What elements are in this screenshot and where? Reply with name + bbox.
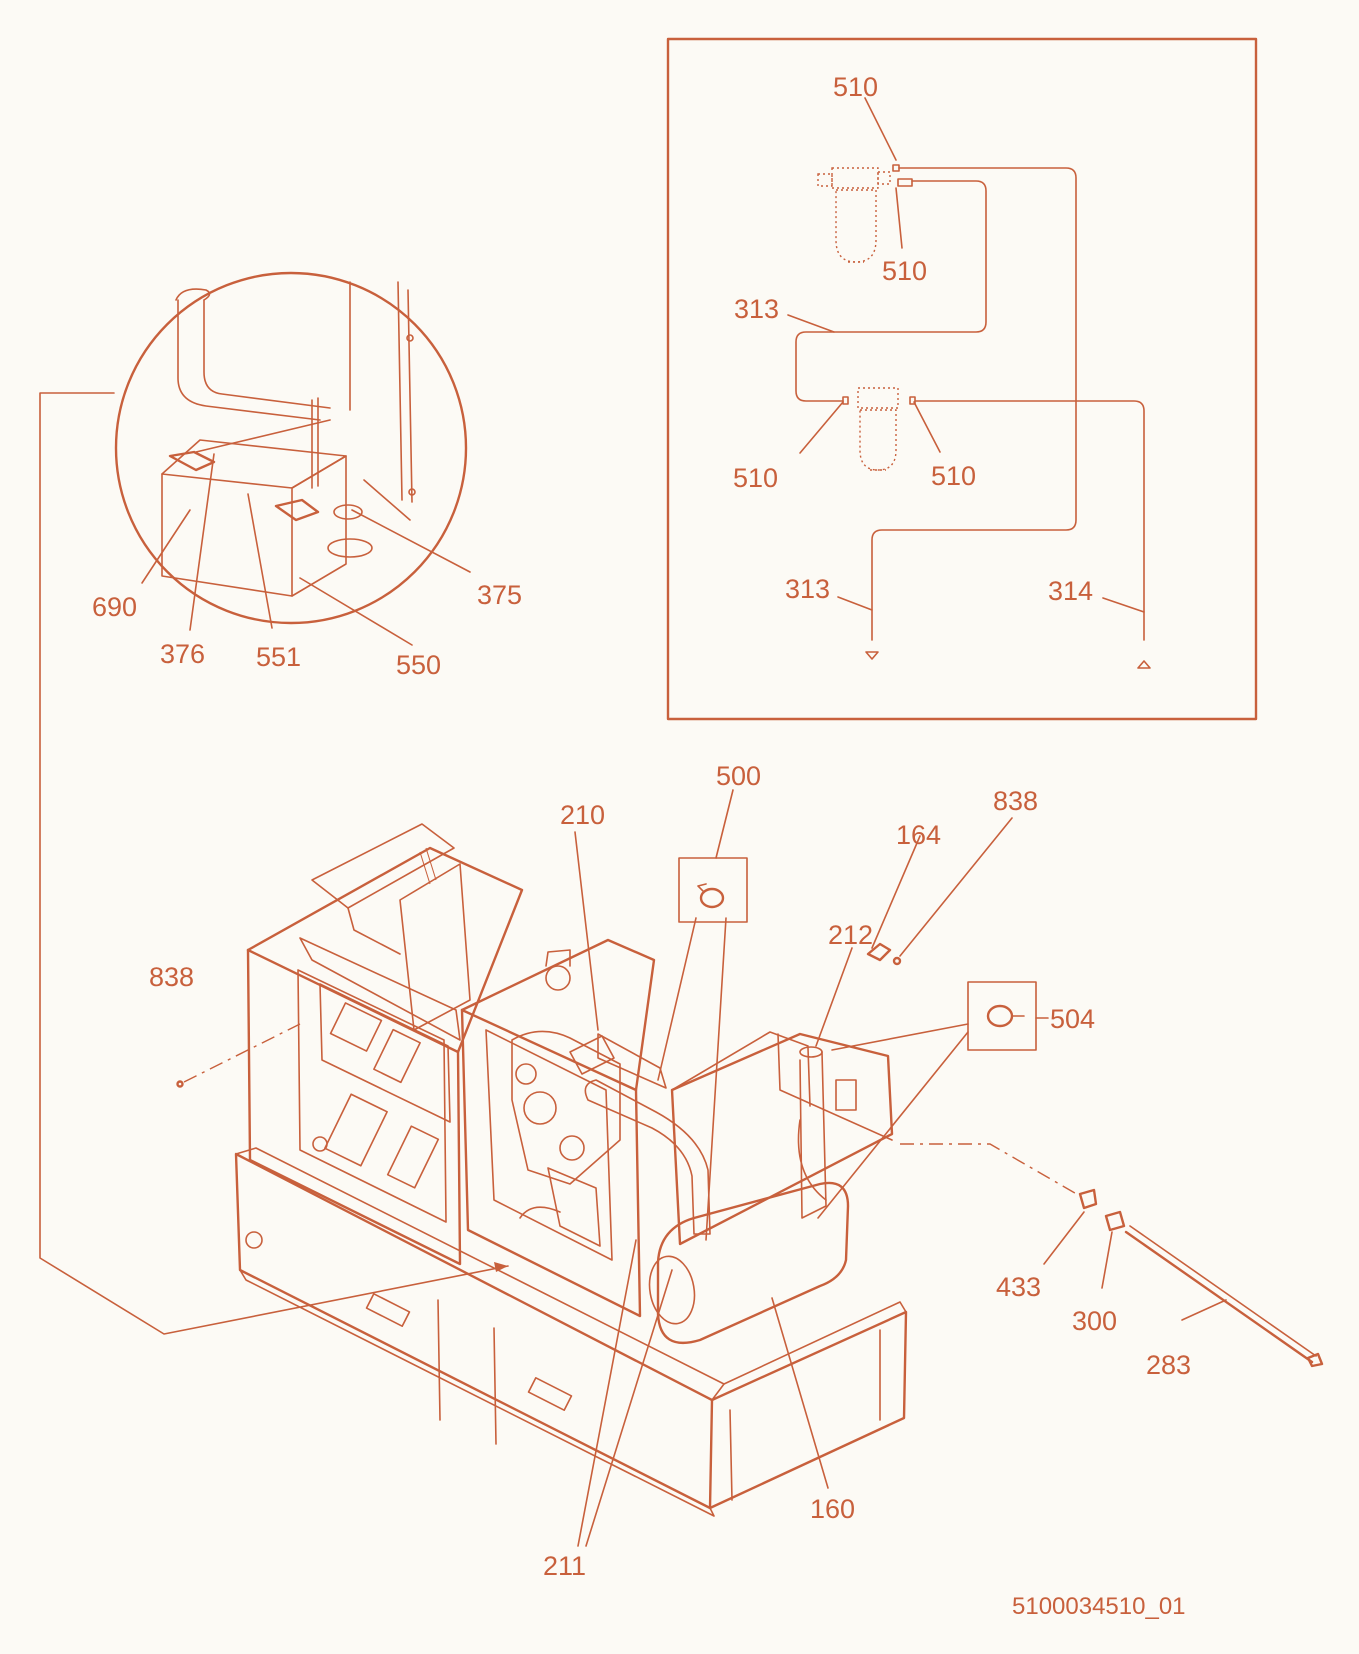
fuel-line-314 <box>914 400 1145 641</box>
callout-838-top: 838 <box>993 786 1038 816</box>
supply-arrow <box>865 651 879 660</box>
callout-504: 504 <box>1050 1004 1095 1034</box>
fuel-line-313 <box>795 180 987 402</box>
inset-frame <box>666 37 1258 721</box>
generator-assembly <box>234 823 908 1517</box>
callout-500: 500 <box>716 761 761 791</box>
clamp-500-icon <box>697 883 725 909</box>
callout-283: 283 <box>1146 1350 1191 1380</box>
upper-fuel-filter <box>817 164 913 263</box>
clip-164 <box>866 942 892 962</box>
callout-212: 212 <box>828 920 873 950</box>
clamp-504-icon <box>986 1004 1025 1028</box>
fuel-hose-assembly <box>1078 1188 1324 1368</box>
fuel-line-return <box>871 167 1077 641</box>
screw-838-left <box>176 1080 184 1088</box>
callout-300: 300 <box>1072 1306 1117 1336</box>
detail-box-500 <box>678 857 748 923</box>
callout-376: 376 <box>160 639 205 669</box>
callout-510-right: 510 <box>931 461 976 491</box>
callout-550: 550 <box>396 650 441 680</box>
callout-510-mid: 510 <box>882 256 927 286</box>
detail-pointer-line <box>39 392 509 1335</box>
callout-313-a: 313 <box>734 294 779 324</box>
callout-510-left: 510 <box>733 463 778 493</box>
callout-510-top: 510 <box>833 72 878 102</box>
callout-375: 375 <box>477 580 522 610</box>
centerline-left <box>183 1023 301 1083</box>
fuel-line-inset: 510 510 313 510 510 313 314 <box>666 37 1258 721</box>
detail-circle: 690 376 551 550 375 <box>92 271 522 680</box>
callout-433: 433 <box>996 1272 1041 1302</box>
callout-164: 164 <box>896 820 941 850</box>
screw-838 <box>892 956 902 966</box>
detail-box-504 <box>967 981 1037 1051</box>
centerline-right <box>900 1143 1081 1197</box>
callout-313-b: 313 <box>785 574 830 604</box>
callout-314: 314 <box>1048 576 1093 606</box>
callout-211: 211 <box>543 1551 586 1581</box>
callout-551: 551 <box>256 642 301 672</box>
callout-838-left: 838 <box>149 962 194 992</box>
return-arrow <box>1137 660 1151 669</box>
document-id: 5100034510_01 <box>1012 1593 1186 1620</box>
callout-690: 690 <box>92 592 137 622</box>
callout-210: 210 <box>560 800 605 830</box>
lower-fuel-filter <box>842 387 916 471</box>
callout-160: 160 <box>810 1494 855 1524</box>
